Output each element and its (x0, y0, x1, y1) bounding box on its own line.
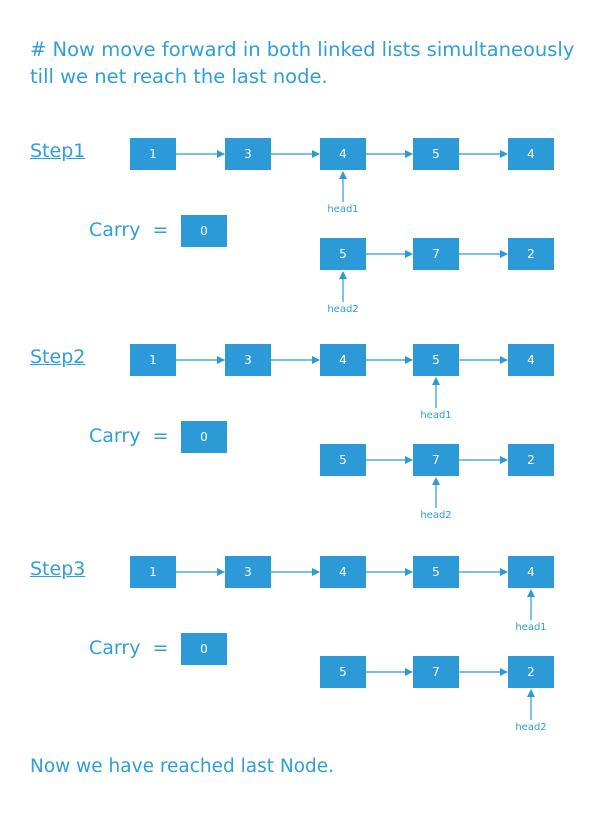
carry-box: 0 (181, 633, 227, 665)
list1-node: 3 (225, 138, 271, 170)
head2-label: head2 (327, 304, 359, 315)
list1-node: 4 (320, 138, 366, 170)
list1-node: 3 (225, 344, 271, 376)
page-title: # Now move forward in both linked lists … (30, 38, 575, 88)
list2-node: 2 (508, 238, 554, 270)
list1-node: 4 (508, 556, 554, 588)
carry-label: Carry = (89, 425, 169, 447)
carry-label: Carry = (89, 219, 169, 241)
list1-node: 3 (225, 556, 271, 588)
list2-node: 2 (508, 656, 554, 688)
head1-label: head1 (515, 622, 547, 633)
list1-node: 5 (413, 556, 459, 588)
head2-label: head2 (420, 510, 452, 521)
list2-node: 7 (413, 238, 459, 270)
list1-node: 1 (130, 556, 176, 588)
list1-node: 5 (413, 344, 459, 376)
carry-box: 0 (181, 421, 227, 453)
list1-node: 5 (413, 138, 459, 170)
list1-node: 4 (320, 556, 366, 588)
head2-label: head2 (515, 722, 547, 733)
step-label: Step1 (30, 140, 86, 162)
carry-box: 0 (181, 215, 227, 247)
list2-node: 5 (320, 444, 366, 476)
list1-node: 4 (320, 344, 366, 376)
footer-text: Now we have reached last Node. (30, 756, 335, 777)
list1-node: 1 (130, 138, 176, 170)
step-label: Step2 (30, 346, 86, 368)
list2-node: 2 (508, 444, 554, 476)
list1-node: 4 (508, 344, 554, 376)
list1-node: 4 (508, 138, 554, 170)
list2-node: 7 (413, 656, 459, 688)
carry-label: Carry = (89, 637, 169, 659)
head1-label: head1 (327, 204, 359, 215)
list2-node: 7 (413, 444, 459, 476)
list1-node: 1 (130, 344, 176, 376)
head1-label: head1 (420, 410, 452, 421)
list2-node: 5 (320, 656, 366, 688)
list2-node: 5 (320, 238, 366, 270)
step-label: Step3 (30, 558, 86, 580)
